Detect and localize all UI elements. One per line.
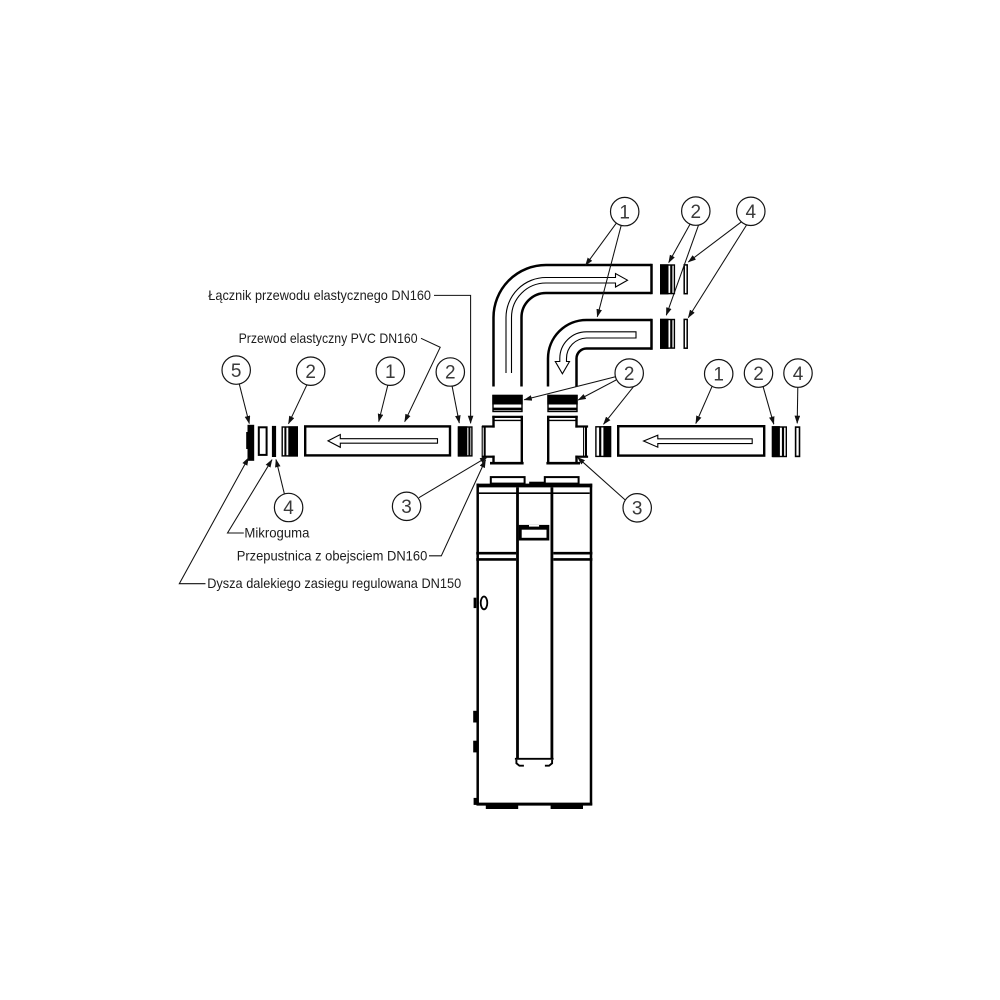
svg-text:Łącznik przewodu elastycznego: Łącznik przewodu elastycznego DN160 [208, 288, 431, 303]
svg-text:4: 4 [793, 364, 804, 385]
svg-text:2: 2 [305, 362, 316, 383]
svg-text:3: 3 [632, 499, 643, 520]
svg-text:2: 2 [624, 364, 635, 385]
svg-text:2: 2 [753, 364, 764, 385]
svg-text:5: 5 [231, 361, 242, 382]
svg-text:4: 4 [746, 202, 757, 223]
svg-text:4: 4 [283, 498, 294, 519]
svg-text:Mikroguma: Mikroguma [244, 526, 309, 541]
svg-text:Przepustnica z obejsciem DN160: Przepustnica z obejsciem DN160 [237, 548, 428, 563]
svg-text:2: 2 [691, 202, 702, 223]
svg-text:2: 2 [445, 363, 456, 384]
svg-text:1: 1 [713, 364, 724, 385]
svg-text:Przewod elastyczny PVC DN160: Przewod elastyczny PVC DN160 [239, 331, 418, 346]
svg-text:1: 1 [619, 202, 630, 223]
svg-text:3: 3 [401, 497, 412, 518]
svg-text:1: 1 [385, 362, 396, 383]
svg-text:Dysza dalekiego zasiegu regulo: Dysza dalekiego zasiegu regulowana DN150 [207, 576, 461, 591]
